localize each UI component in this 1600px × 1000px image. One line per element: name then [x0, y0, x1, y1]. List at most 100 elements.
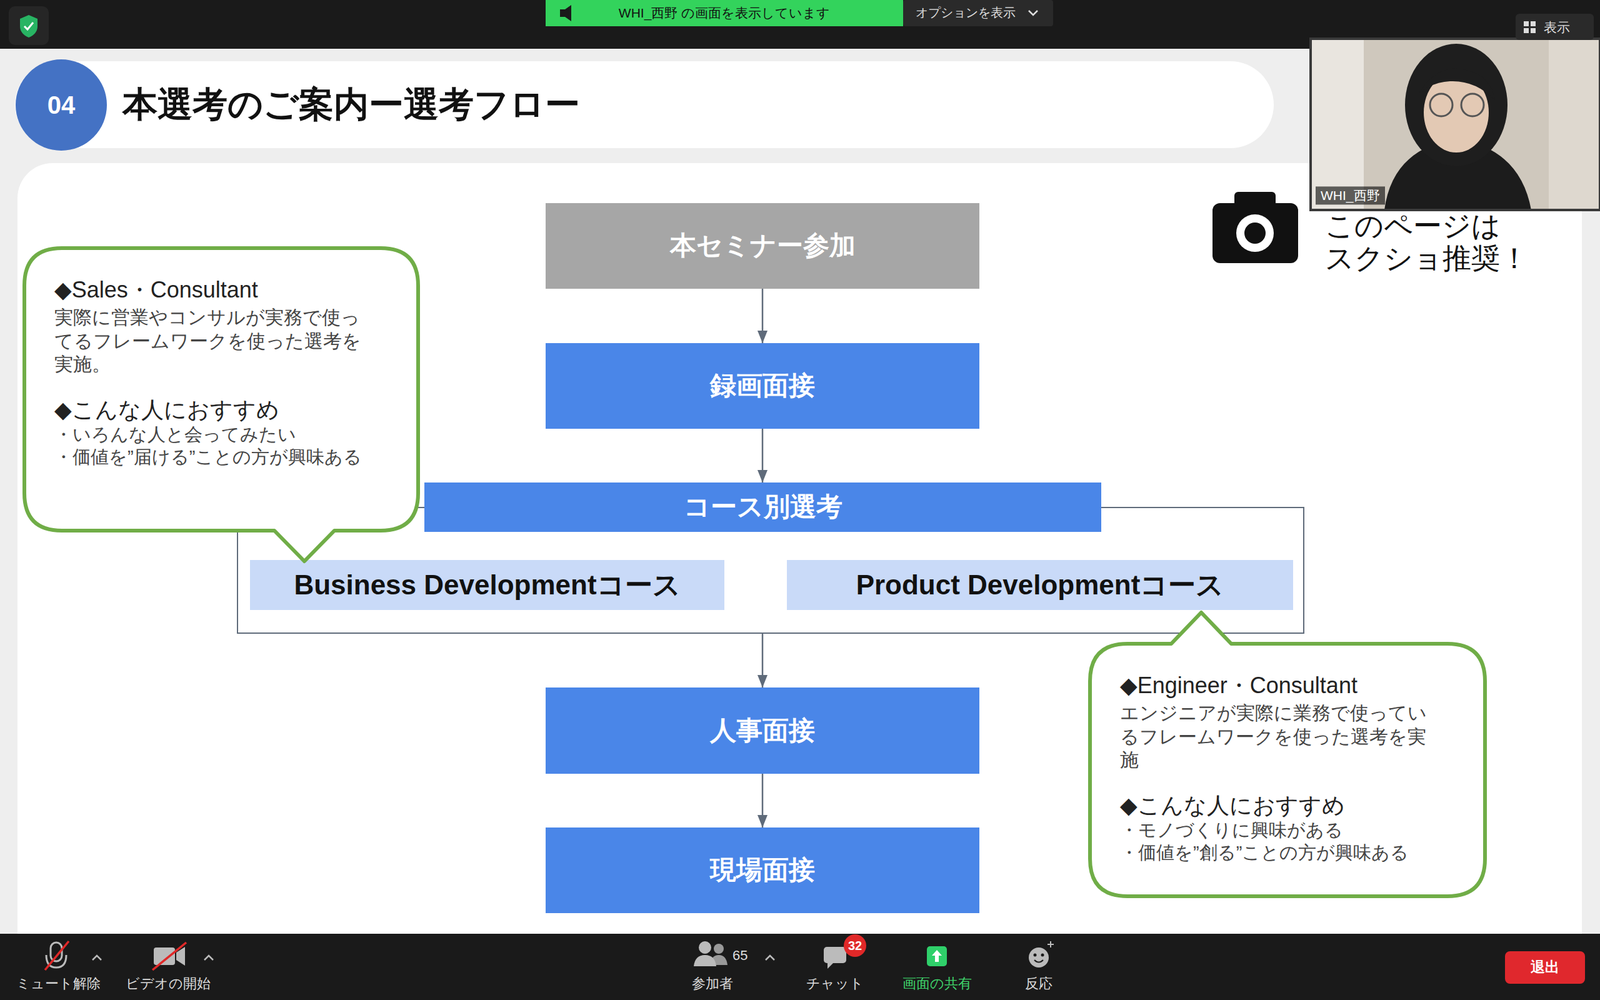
screenshot-note: このページは — [1325, 208, 1501, 244]
glasses — [1461, 93, 1484, 117]
chevron — [1028, 10, 1038, 15]
options-button — [903, 0, 1054, 27]
share-square — [926, 946, 947, 967]
section-band: コース別選考 — [424, 482, 1102, 532]
video-slash — [152, 942, 187, 970]
callout-heading: ◆こんな人におすすめ — [1120, 791, 1442, 819]
process-box: 録画面接 — [545, 343, 980, 429]
mic-icon — [45, 941, 69, 970]
grid-cell — [1523, 21, 1529, 27]
toolbar-label: ビデオの開始 — [125, 975, 211, 992]
smiley-mouth — [1034, 960, 1044, 963]
camera-body — [1212, 203, 1299, 264]
chevron — [204, 955, 214, 960]
toolbar-label: ミュート解除 — [16, 975, 101, 992]
camera-lens-ring — [1236, 214, 1274, 252]
step-label: 現場面接 — [710, 854, 815, 886]
grid-icon — [1523, 21, 1536, 34]
callout-heading: ◆こんな人におすすめ — [54, 396, 375, 424]
callout-text: ・価値を”届ける”ことの方が興味ある — [54, 445, 375, 469]
toolbar-label: 参加者 — [691, 975, 734, 992]
title-pill — [15, 61, 1274, 149]
chevron — [92, 955, 102, 960]
smiley-eye — [1041, 953, 1045, 957]
step-label: 人事面接 — [710, 715, 815, 747]
chat-badge-count: 32 — [848, 938, 862, 954]
smiley-face — [1028, 947, 1049, 968]
speaker-icon — [560, 5, 572, 22]
video-frame — [1310, 38, 1600, 210]
course-box: Product Developmentコース — [786, 560, 1294, 610]
camera-icon — [1212, 191, 1299, 264]
curtain — [1548, 38, 1600, 210]
video-icon — [152, 942, 187, 970]
callout-heading: ◆Sales・Consultant — [54, 276, 375, 304]
shield-check — [24, 22, 34, 30]
glasses — [1430, 93, 1453, 117]
grid-cell — [1523, 28, 1529, 34]
callout-heading: ◆Engineer・Consultant — [1120, 671, 1442, 699]
callout-text: 実際に営業やコンサルが実務で使ってるフレームワークを使った選考を実施。 — [54, 305, 375, 377]
step-label: 本セミナー参加 — [670, 230, 856, 262]
participants-icon — [693, 941, 728, 967]
process-box: 現場面接 — [545, 827, 980, 914]
share-banner-text: WHI_西野 の画面を表示しています — [618, 5, 830, 21]
curtain — [1310, 38, 1364, 210]
speaker-part — [565, 5, 572, 22]
leave-button — [1505, 951, 1585, 984]
section-number-badge — [15, 59, 107, 151]
share-icon — [926, 946, 947, 967]
callout-text: ・モノづくりに興味がある — [1120, 818, 1442, 842]
view-button — [1515, 13, 1594, 40]
chat-tail — [827, 962, 834, 969]
view-text: 表示 — [1543, 19, 1570, 35]
callout-text: ・いろんな人と会ってみたい — [54, 423, 375, 446]
slide-panel — [17, 163, 1582, 976]
speaker-part — [560, 9, 565, 17]
callout-text: エンジニアが実際に業務で使っているフレームワークを使った選考を実施 — [1120, 701, 1442, 772]
toolbar-label: チャット — [806, 975, 864, 992]
video-ground — [1310, 38, 1600, 210]
camera-body — [153, 947, 175, 965]
mute-slash — [45, 941, 69, 970]
course-label: Product Developmentコース — [856, 568, 1225, 602]
process-box: 人事面接 — [545, 687, 980, 774]
section-number: 04 — [47, 90, 76, 120]
shield-button — [8, 6, 49, 45]
share-arrow — [931, 950, 942, 962]
toolbar-label: 画面の共有 — [902, 975, 972, 992]
speech-bubble: ◆Sales・Consultant実際に営業やコンサルが実務で使ってるフレームワ… — [24, 248, 419, 531]
callout-text: ・価値を”創る”ことの方が興味ある — [1120, 841, 1442, 864]
section-label: コース別選考 — [683, 491, 843, 523]
course-label: Business Developmentコース — [293, 568, 680, 602]
toolbar-label: 反応 — [1025, 975, 1053, 992]
flow-arrow — [761, 633, 764, 688]
toolbar — [0, 933, 1600, 1000]
chat-bubble — [823, 946, 847, 964]
leave-label: 退出 — [1530, 958, 1560, 977]
chat-badge — [843, 934, 867, 957]
participant-name: WHI_西野 — [1315, 186, 1385, 205]
reaction-icon — [1028, 941, 1054, 968]
grid-cell — [1530, 28, 1536, 34]
person-body — [693, 955, 717, 967]
speech-bubble: ◆Engineer・Consultantエンジニアが実際に業務で使っているフレー… — [1090, 643, 1485, 897]
shield-icon — [20, 15, 38, 38]
person-fringe — [1418, 68, 1495, 100]
options-text: オプションを表示 — [915, 5, 1016, 20]
grid-cell — [1530, 21, 1536, 27]
step-label: 録画面接 — [710, 370, 815, 402]
plus-sign — [1047, 941, 1054, 948]
chevron — [765, 955, 775, 960]
flow-arrow — [761, 428, 764, 483]
flow-arrow — [761, 288, 764, 344]
person-hair — [1405, 43, 1508, 167]
participant-count: 65 — [732, 947, 748, 964]
person-head — [698, 941, 712, 954]
video-tile — [1310, 38, 1600, 210]
person-head — [713, 943, 724, 954]
share-banner — [545, 0, 904, 27]
bubble-shape — [1090, 612, 1485, 897]
